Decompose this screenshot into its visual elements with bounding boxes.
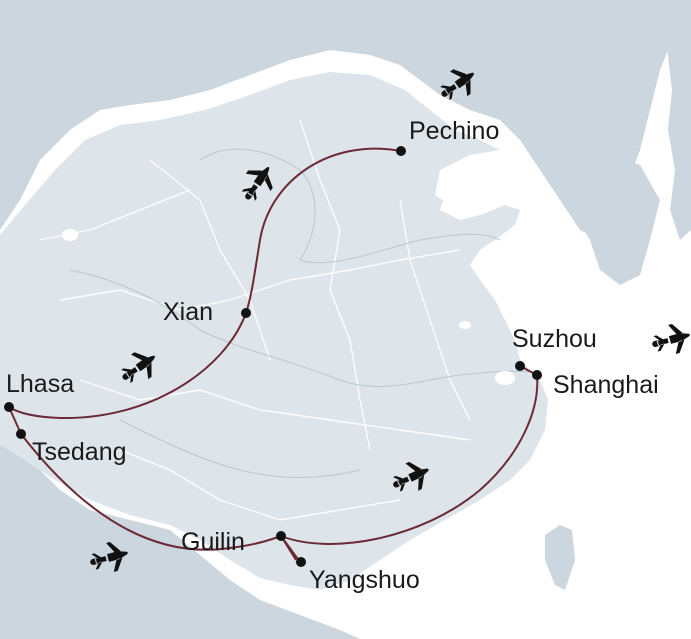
route-tsedang-guilin [20, 433, 282, 551]
city-label-lhasa: Lhasa [6, 370, 74, 398]
route-guilin-shanghai [280, 374, 539, 545]
land-japan [665, 20, 691, 240]
bohai-sea [435, 150, 520, 205]
city-label-pechino: Pechino [409, 117, 499, 145]
city-dot-guilin[interactable] [276, 531, 286, 541]
city-dot-pechino[interactable] [396, 146, 406, 156]
city-dot-suzhou[interactable] [515, 361, 525, 371]
city-label-shanghai: Shanghai [553, 371, 659, 399]
route-pechino-xian [245, 147, 402, 314]
city-label-tsedang: Tsedang [32, 438, 127, 466]
city-dot-shanghai[interactable] [532, 370, 542, 380]
province-borders [39, 119, 471, 521]
route-xian-lhasa [8, 312, 247, 420]
city-label-guilin: Guilin [181, 528, 245, 556]
city-dot-yangshuo[interactable] [296, 557, 306, 567]
lake [459, 321, 471, 329]
land-korea [560, 150, 660, 285]
land-china [0, 72, 548, 590]
land-foreign [0, 0, 691, 240]
land-taiwan [545, 525, 575, 590]
city-dots [4, 146, 542, 567]
lake [62, 229, 78, 241]
city-dot-lhasa[interactable] [4, 402, 14, 412]
city-label-xian: Xian [163, 298, 213, 326]
city-label-yangshuo: Yangshuo [309, 566, 420, 594]
city-labels: Pechino Xian Lhasa Tsedang Guilin Yangsh… [6, 117, 659, 594]
city-dot-xian[interactable] [241, 308, 251, 318]
land-south [0, 440, 360, 639]
city-dot-tsedang[interactable] [16, 429, 26, 439]
city-label-suzhou: Suzhou [512, 325, 597, 353]
rivers [69, 148, 531, 478]
lake [495, 371, 515, 385]
